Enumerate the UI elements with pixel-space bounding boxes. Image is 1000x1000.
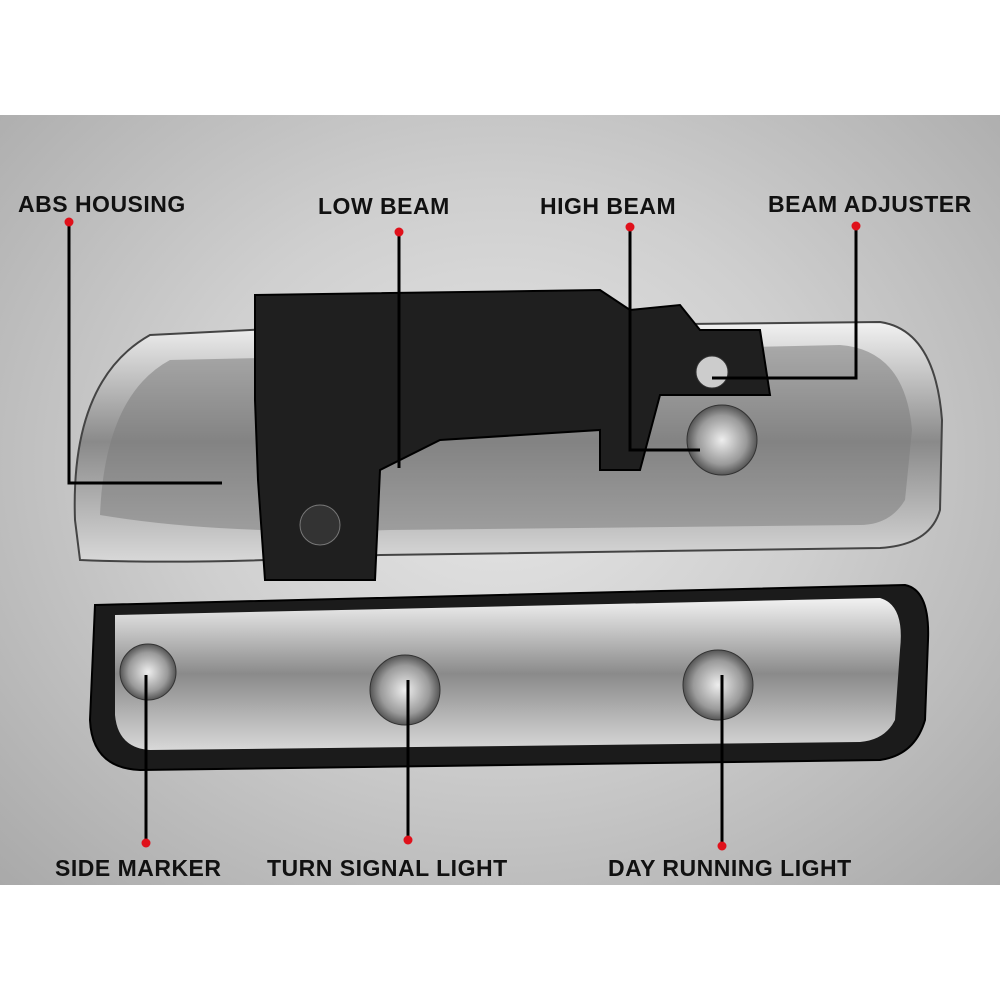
label-abs-housing: ABS HOUSING — [18, 191, 186, 217]
marker-dot-turn-signal — [403, 835, 413, 845]
low-beam-bulb-socket — [299, 504, 341, 546]
abs-mounting-bracket — [254, 288, 772, 581]
marker-dots — [64, 217, 861, 851]
marker-dot-day-running — [717, 841, 727, 851]
leader-line-abs-housing — [67, 222, 222, 485]
label-day-running-light: DAY RUNNING LIGHT — [608, 855, 852, 881]
high-beam-bulb — [686, 404, 758, 476]
label-turn-signal-light: TURN SIGNAL LIGHT — [267, 855, 508, 881]
side-marker-bulb — [119, 643, 177, 701]
leader-lines — [67, 222, 858, 846]
day-running-bulb — [682, 649, 754, 721]
marker-dot-side-marker — [141, 838, 151, 848]
turn-signal-bulb — [369, 654, 441, 726]
leader-line-high-beam — [628, 227, 700, 452]
leader-line-beam-adjuster — [712, 226, 858, 380]
corner-lamp-reflector — [115, 598, 901, 750]
label-high-beam: HIGH BEAM — [540, 193, 677, 219]
marker-dot-beam-adjuster — [851, 221, 861, 231]
label-low-beam: LOW BEAM — [318, 193, 450, 219]
label-beam-adjuster: BEAM ADJUSTER — [768, 191, 972, 217]
label-side-marker: SIDE MARKER — [55, 855, 222, 881]
marker-dot-high-beam — [625, 222, 635, 232]
marker-dot-low-beam — [394, 227, 404, 237]
beam-adjuster-knob — [695, 355, 729, 389]
marker-dot-abs-housing — [64, 217, 74, 227]
